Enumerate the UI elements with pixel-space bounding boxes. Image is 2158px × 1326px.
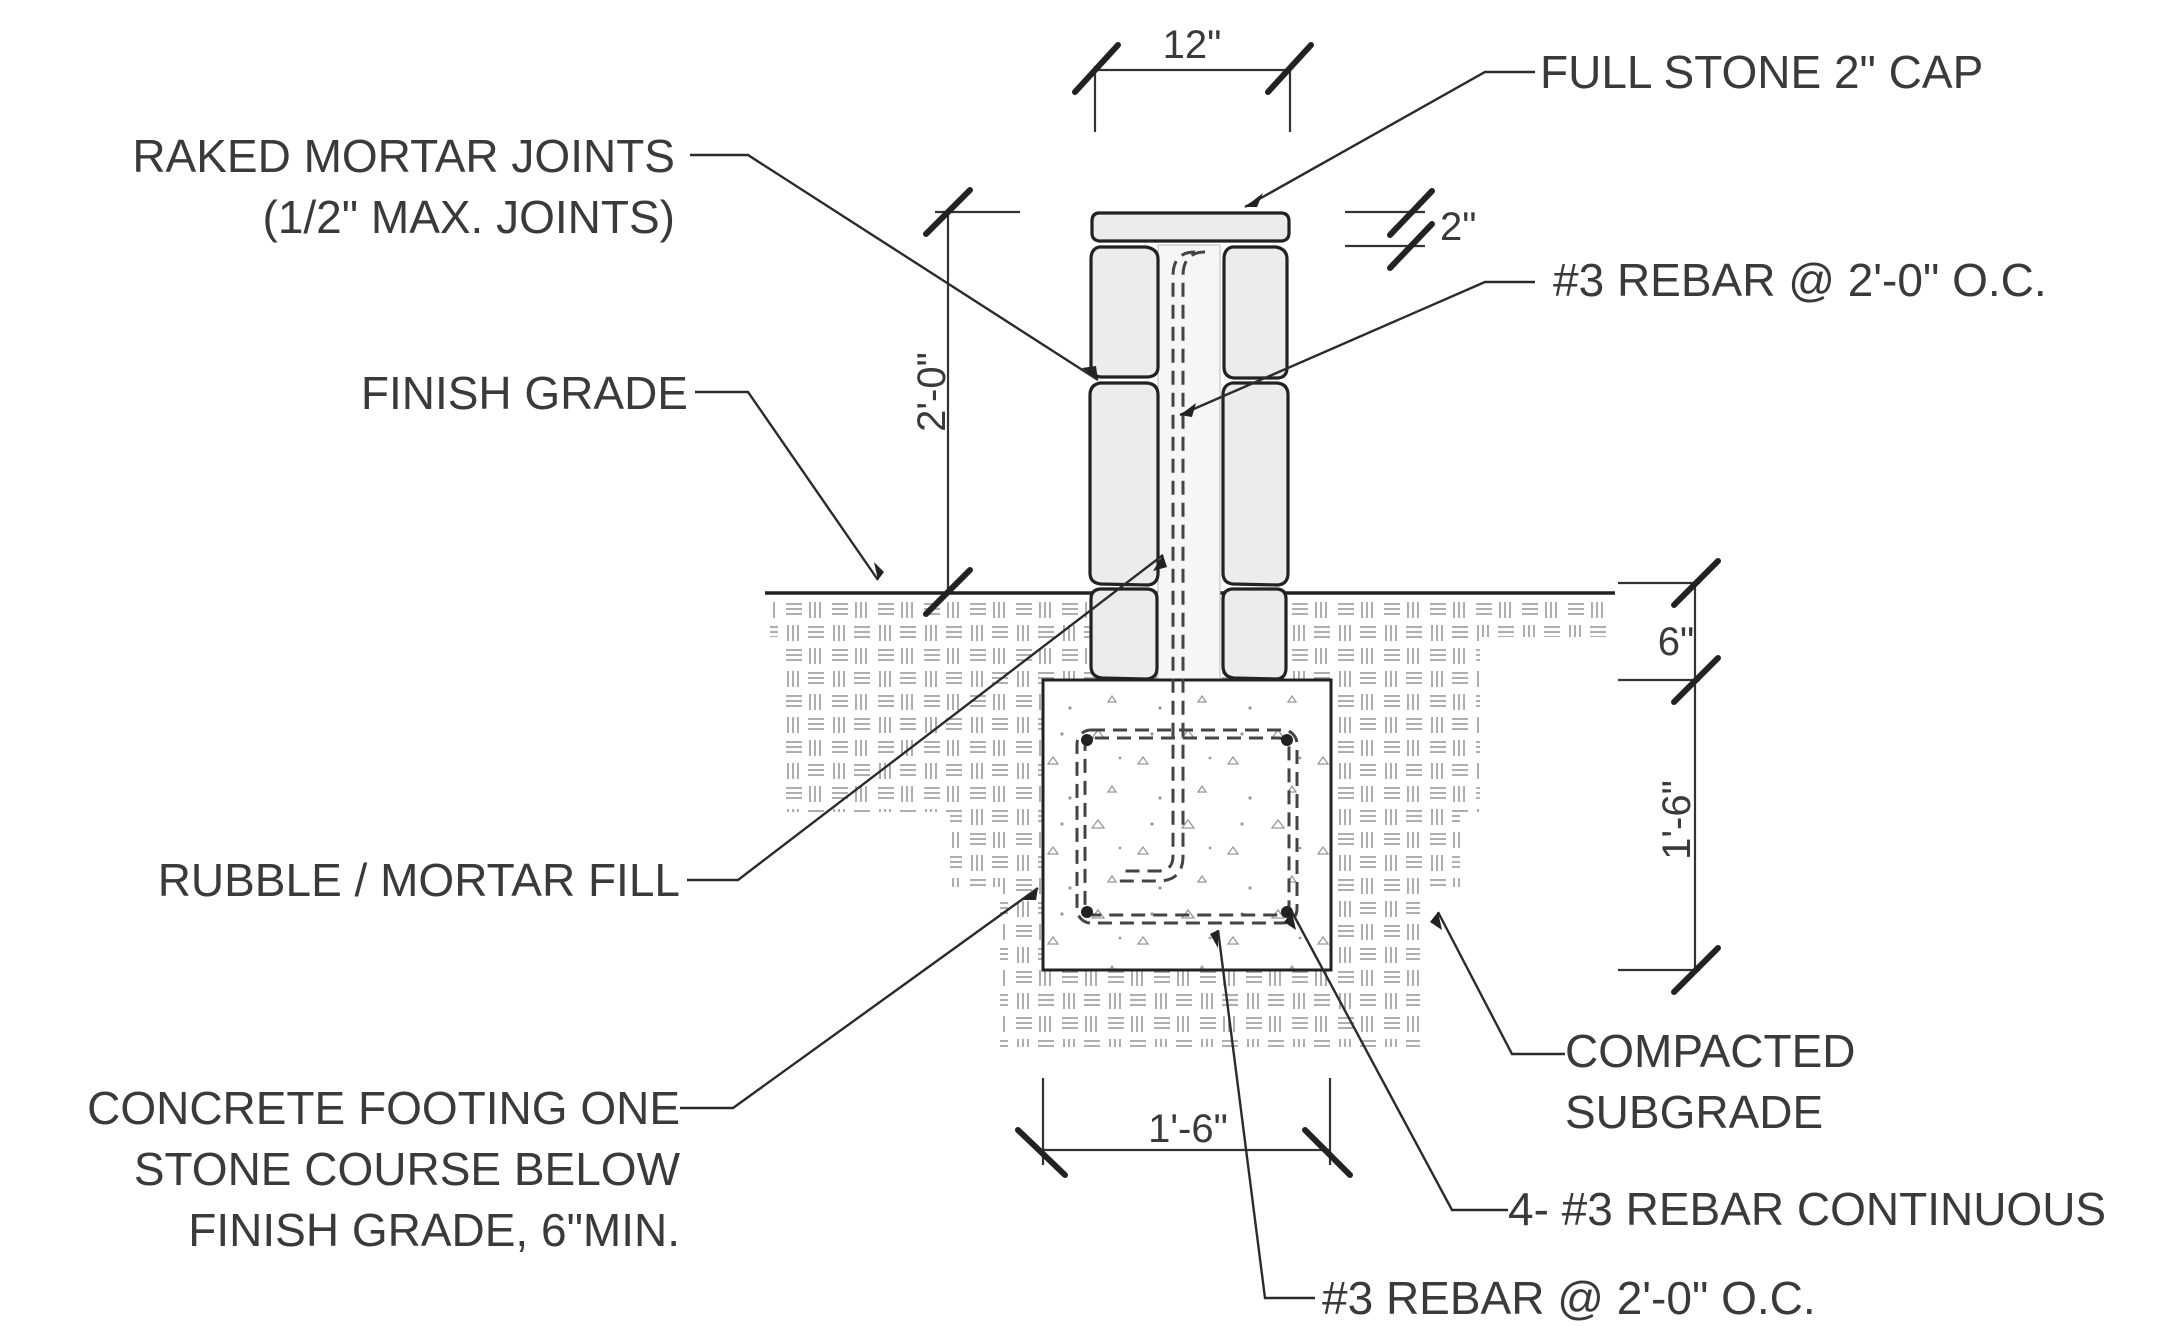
dim-footing-depth-text: 1'-6" [1655,780,1699,860]
rubble-mortar-fill [1157,244,1221,681]
label-rebar-continuous: 4- #3 REBAR CONTINUOUS [1508,1183,2106,1235]
dim-footing-width: 1'-6" [1015,1078,1353,1178]
label-compacted: COMPACTED [1565,1025,1856,1077]
dim-wall-width-text: 12" [1163,23,1222,67]
dim-wall-height-text: 2'-0" [910,352,954,432]
dim-wall-width: 12" [1072,23,1314,132]
dim-wall-height: 2'-0" [910,187,1020,617]
label-rebar-bottom: #3 REBAR @ 2'-0" O.C. [1322,1272,1816,1324]
dim-cap-thickness-text: 2" [1440,205,1476,249]
continuous-rebar-dots [1081,734,1293,918]
dim-embed-footing-depth: 6" 1'-6" [1618,558,1721,995]
leader-lines [680,70,1565,1300]
label-concrete-footing-1: CONCRETE FOOTING ONE [87,1082,680,1134]
leader-arrowheads [874,193,1442,948]
label-concrete-footing-3: FINISH GRADE, 6"MIN. [188,1204,680,1256]
label-raked-mortar-joints: RAKED MORTAR JOINTS [132,130,675,182]
label-concrete-footing-2: STONE COURSE BELOW [134,1143,681,1195]
vertical-rebar [1118,250,1206,883]
stone-wall [1088,211,1291,681]
dim-embed-depth-text: 6" [1658,620,1694,664]
label-rubble-mortar-fill: RUBBLE / MORTAR FILL [158,854,680,906]
label-finish-grade: FINISH GRADE [361,367,688,419]
label-raked-mortar-joints-detail: (1/2" MAX. JOINTS) [263,191,676,243]
dim-footing-width-text: 1'-6" [1148,1107,1228,1151]
label-subgrade: SUBGRADE [1565,1086,1823,1138]
label-full-stone-cap: FULL STONE 2" CAP [1540,46,1983,98]
dim-cap-thickness: 2" [1345,188,1476,271]
footing-stirrup [1075,728,1299,925]
label-rebar-top: #3 REBAR @ 2'-0" O.C. [1553,254,2047,306]
